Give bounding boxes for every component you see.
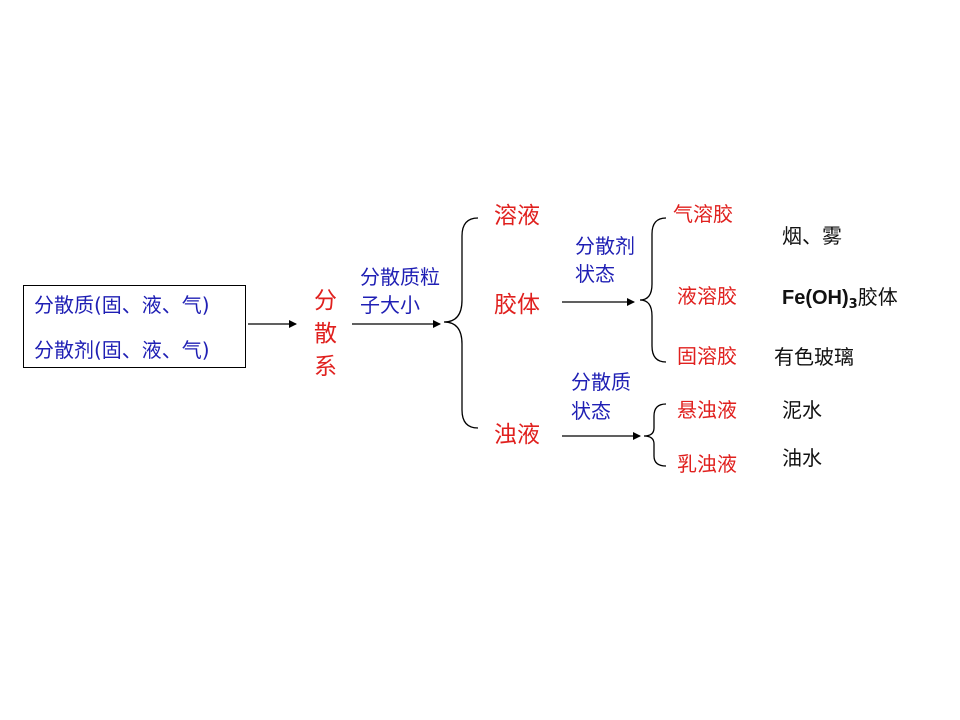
system-char-1: 分 bbox=[314, 288, 337, 314]
criterion-phase-state-line1: 分散质 bbox=[571, 370, 631, 394]
colloid-liquid: 液溶胶 bbox=[677, 284, 737, 308]
dispersion-medium-label: 分散剂(固、液、气) bbox=[34, 338, 210, 362]
brace-colloids bbox=[639, 217, 667, 363]
brace-types bbox=[443, 217, 479, 429]
example-gas-colloid: 烟、雾 bbox=[782, 224, 842, 248]
criterion-medium-state-line1: 分散剂 bbox=[575, 234, 635, 258]
brace-turbids bbox=[643, 403, 667, 467]
criterion-particle-size-line2: 子大小 bbox=[360, 293, 420, 317]
system-char-2: 散 bbox=[314, 321, 337, 347]
colloid-gas: 气溶胶 bbox=[673, 202, 733, 226]
source-box bbox=[23, 285, 246, 368]
example-liquid-colloid: Fe(OH)3胶体 bbox=[782, 287, 898, 311]
turbid-suspension: 悬浊液 bbox=[677, 398, 737, 422]
formula-suffix: 胶体 bbox=[857, 285, 898, 309]
dispersed-phase-label: 分散质(固、液、气) bbox=[34, 293, 210, 317]
type-turbid: 浊液 bbox=[494, 422, 540, 448]
turbid-emulsion: 乳浊液 bbox=[677, 452, 737, 476]
example-solid-colloid: 有色玻璃 bbox=[774, 345, 854, 369]
type-solution: 溶液 bbox=[494, 203, 540, 229]
colloid-solid: 固溶胶 bbox=[677, 344, 737, 368]
example-suspension: 泥水 bbox=[782, 398, 822, 422]
formula-main: Fe(OH) bbox=[782, 287, 849, 309]
criterion-medium-state-line2: 状态 bbox=[575, 262, 615, 286]
example-emulsion: 油水 bbox=[782, 446, 822, 470]
type-colloid: 胶体 bbox=[494, 292, 540, 318]
system-char-3: 系 bbox=[314, 354, 337, 380]
criterion-particle-size-line1: 分散质粒 bbox=[360, 265, 440, 289]
formula-subscript: 3 bbox=[848, 297, 858, 312]
criterion-phase-state-line2: 状态 bbox=[571, 399, 611, 423]
